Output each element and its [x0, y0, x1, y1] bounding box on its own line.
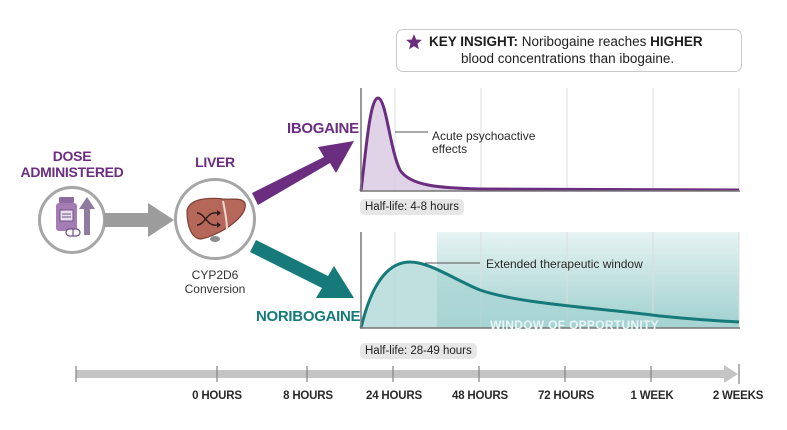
timeline-tick-0h: 0 HOURS [192, 390, 242, 402]
liver-circle [174, 178, 256, 260]
ibogaine-label: IBOGAINE [287, 120, 359, 137]
liver-title: LIVER [195, 154, 235, 170]
timeline-tick-8h: 8 HOURS [283, 390, 333, 402]
insight-line-1: KEY INSIGHT: Noribogaine reaches HIGHER [429, 34, 703, 49]
gray-arrow-icon [104, 203, 174, 237]
timeline-tick-24h: 24 HOURS [366, 390, 422, 402]
insight-line-2: blood concentrations than ibogaine. [461, 51, 675, 66]
timeline-tick-48h: 48 HOURS [452, 390, 508, 402]
dose-circle [38, 186, 106, 254]
star-icon [406, 34, 422, 50]
concentration-charts [359, 88, 740, 329]
noribogaine-label: NORIBOGAINE [256, 308, 361, 325]
liver-icon [186, 197, 246, 242]
timeline-tick-2w: 2 WEEKS [712, 390, 764, 402]
timeline-tick-1w: 1 WEEK [630, 390, 674, 402]
ibogaine-half-life-badge: Half-life: 4-8 hours [360, 199, 464, 215]
timeline-axis [75, 364, 740, 384]
noribogaine-arrow-icon [250, 240, 354, 298]
window-of-opportunity-label: WINDOW OF OPPORTUNITY [490, 318, 659, 332]
liver-caption: CYP2D6 Conversion [184, 268, 246, 296]
noribogaine-half-life-badge: Half-life: 28-49 hours [360, 343, 477, 359]
noribogaine-annotation: Extended therapeutic window [486, 257, 643, 271]
timeline-tick-72h: 72 HOURS [538, 390, 594, 402]
key-insight-box: KEY INSIGHT: Noribogaine reaches HIGHER … [396, 29, 742, 72]
ibogaine-arrow-icon [252, 141, 354, 205]
medicine-bottle-icon [56, 197, 95, 237]
dose-title: DOSE ADMINISTERED [20, 148, 124, 180]
ibogaine-chart-grid [394, 88, 740, 191]
ibogaine-annotation: Acute psychoactive effects [432, 129, 536, 156]
